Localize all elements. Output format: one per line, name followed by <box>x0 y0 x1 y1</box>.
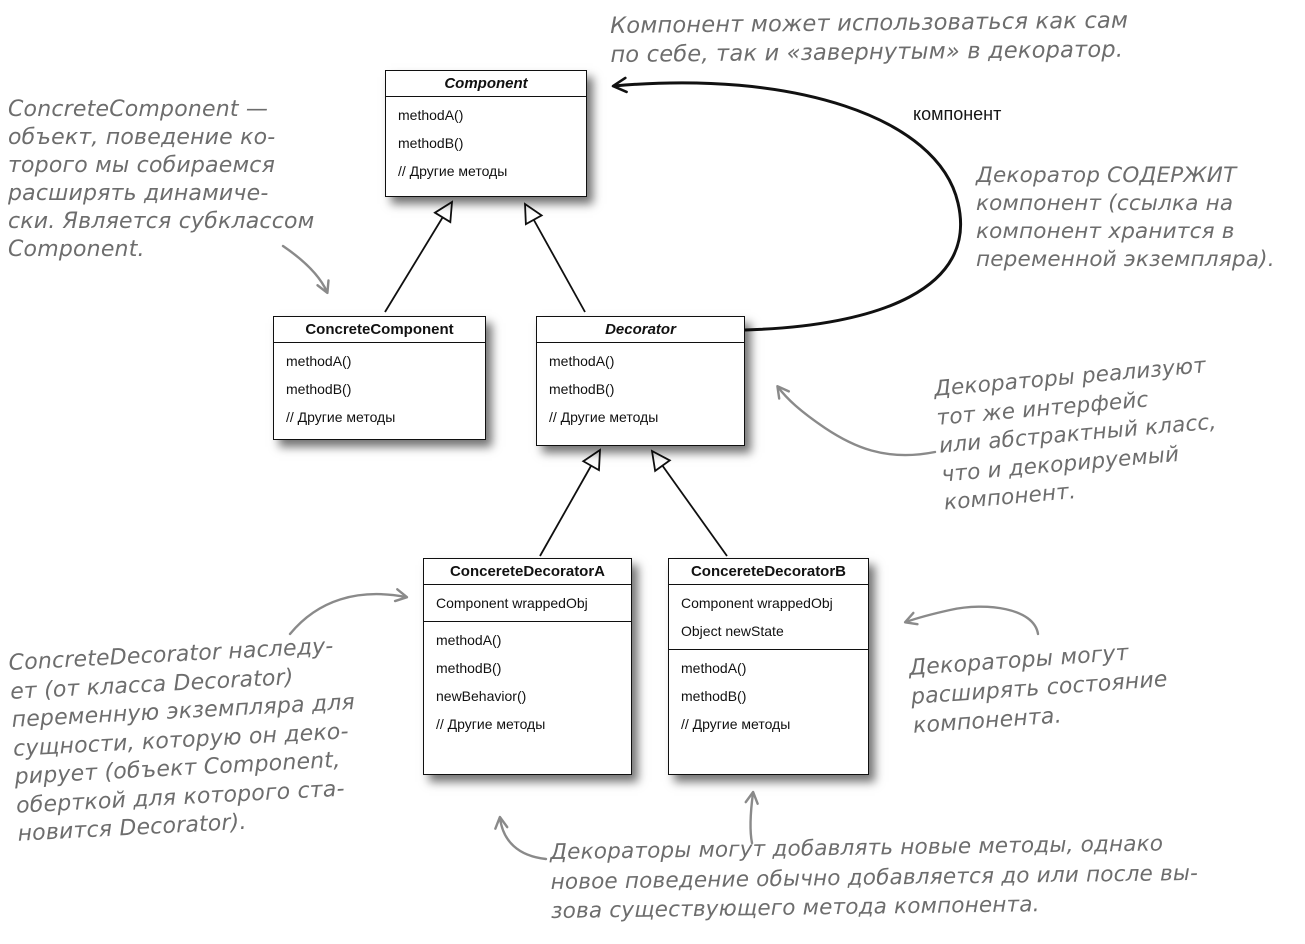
note-extend-state: Декораторы могут расширять состояние ком… <box>908 636 1171 741</box>
class-title-decoratora: ConcereteDecoratorA <box>424 559 631 585</box>
class-title-concretecomponent: ConcreteComponent <box>274 317 485 343</box>
class-box-concretecomponent: ConcreteComponent methodA() methodB() //… <box>273 316 486 440</box>
note-line: торого мы собираемся <box>8 153 276 178</box>
class-title-component: Component <box>386 71 586 97</box>
note-line: расширять динамиче- <box>8 181 269 206</box>
note-line: Component. <box>8 237 145 262</box>
class-title-decorator: Decorator <box>537 317 744 343</box>
note-line: Декоратор СОДЕРЖИТ <box>976 163 1237 188</box>
method-row: methodB() <box>549 381 615 397</box>
inheritance-arrow-decoratorb <box>650 449 728 557</box>
method-row: // Другие методы <box>549 409 659 425</box>
class-methods-component: methodA() methodB() // Другие методы <box>386 97 586 189</box>
note-concretecomponent: ConcreteComponent — объект, поведение ко… <box>8 96 314 264</box>
note-same-interface: Декораторы реализуют тот же интерфейс ил… <box>933 352 1223 518</box>
method-row: methodB() <box>436 660 502 676</box>
method-row: // Другие методы <box>681 716 791 732</box>
class-methods-decoratora: methodA() methodB() newBehavior() // Дру… <box>424 621 631 742</box>
method-row: methodA() <box>398 107 464 123</box>
note-line: переменной экземпляра). <box>976 247 1275 272</box>
note-decorator-contains: Декоратор СОДЕРЖИТ компонент (ссылка на … <box>976 162 1275 274</box>
note-concretedecorator-inherits: ConcreteDecorator наследу- ет (от класса… <box>8 632 362 849</box>
field-row: Component wrappedObj <box>681 595 833 611</box>
class-methods-concretecomponent: methodA() methodB() // Другие методы <box>274 343 485 435</box>
method-row: methodB() <box>398 135 464 151</box>
method-row: methodA() <box>286 353 352 369</box>
method-row: // Другие методы <box>398 163 508 179</box>
class-box-component: Component methodA() methodB() // Другие … <box>385 70 587 197</box>
method-row: methodB() <box>681 688 747 704</box>
association-label-component: компонент <box>913 104 1002 124</box>
method-row: // Другие методы <box>286 409 396 425</box>
note-arrow-to-decoratora-bottom <box>494 815 548 861</box>
inheritance-arrow-decorator <box>524 202 586 313</box>
method-row: methodA() <box>436 632 502 648</box>
class-methods-decoratorb: methodA() methodB() // Другие методы <box>669 649 868 742</box>
class-methods-decorator: methodA() methodB() // Другие методы <box>537 343 744 435</box>
inheritance-arrow-decoratora <box>539 448 601 557</box>
note-line: объект, поведение ко- <box>8 125 276 150</box>
class-box-decorator: Decorator methodA() methodB() // Другие … <box>536 316 745 446</box>
method-row: methodA() <box>681 660 747 676</box>
method-row: newBehavior() <box>436 688 527 704</box>
note-line: ConcreteComponent — <box>8 97 269 122</box>
field-row: Object newState <box>681 623 784 639</box>
note-line: ски. Является субклассом <box>8 209 315 234</box>
class-box-decoratorb: ConcereteDecoratorB Component wrappedObj… <box>668 558 869 775</box>
class-title-decoratorb: ConcereteDecoratorB <box>669 559 868 585</box>
class-box-decoratora: ConcereteDecoratorA Component wrappedObj… <box>423 558 632 775</box>
class-fields-decoratora: Component wrappedObj <box>424 585 631 621</box>
note-line: компонент хранится в <box>976 219 1235 244</box>
note-line: компонент (ссылка на <box>976 191 1234 216</box>
note-arrow-to-decorator <box>776 385 937 457</box>
inheritance-arrow-concretecomponent <box>384 200 454 313</box>
class-fields-decoratorb: Component wrappedObj Object newState <box>669 585 868 649</box>
note-line: по себе, так и «завернутым» в декоратор. <box>610 36 1124 68</box>
method-row: methodB() <box>286 381 352 397</box>
method-row: methodA() <box>549 353 615 369</box>
note-new-methods: Декораторы могут добавлять новые методы,… <box>550 829 1199 927</box>
method-row: // Другие методы <box>436 716 546 732</box>
association-arrow-component <box>611 76 962 332</box>
note-arrow-to-decoratorb <box>903 605 1040 636</box>
note-arrow-to-decoratora-field <box>288 588 409 636</box>
note-component-usage: Компонент может использоваться как сам п… <box>610 7 1129 70</box>
field-row: Component wrappedObj <box>436 595 588 611</box>
